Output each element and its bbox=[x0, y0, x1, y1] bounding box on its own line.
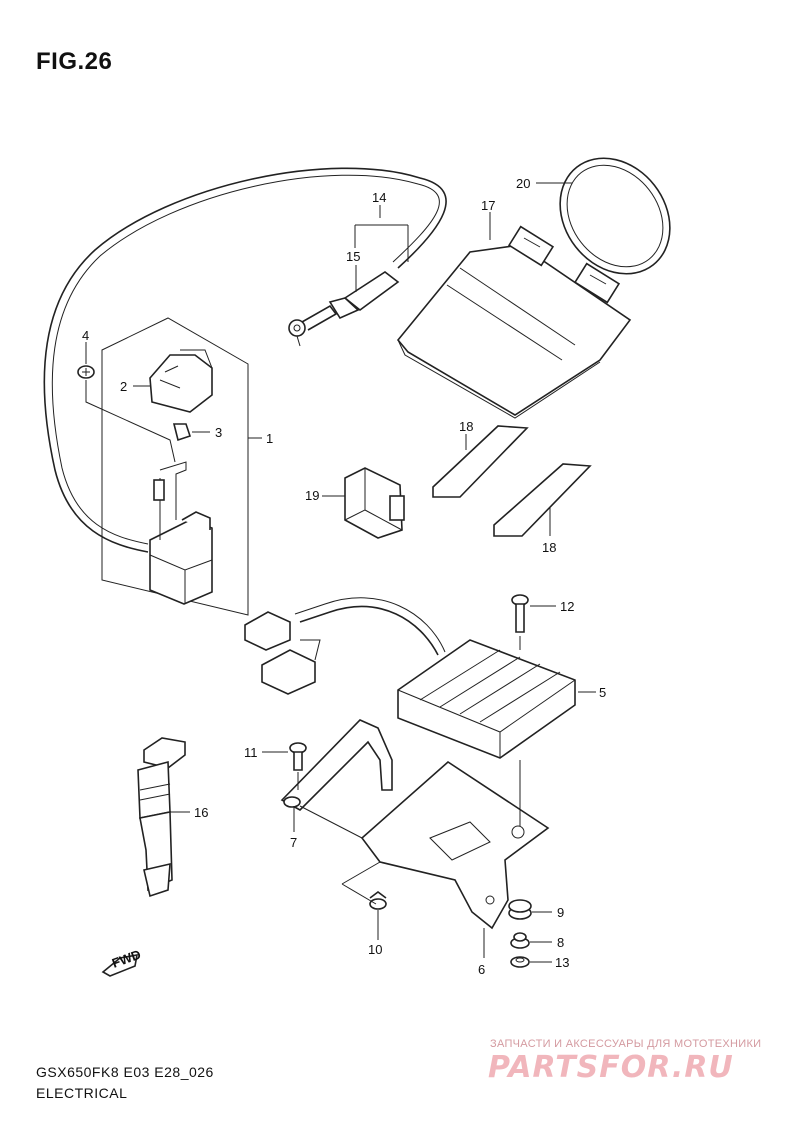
callout-3: 3 bbox=[215, 425, 222, 440]
leader-lines bbox=[85, 182, 596, 963]
callout-7: 7 bbox=[290, 835, 297, 850]
watermark-tagline: ЗАПЧАСТИ И АКСЕССУАРЫ ДЛЯ МОТОТЕХНИКИ bbox=[490, 1038, 762, 1050]
callout-18b: 18 bbox=[542, 540, 556, 555]
callout-16: 16 bbox=[194, 805, 208, 820]
callout-6: 6 bbox=[478, 962, 485, 977]
part-1-relay-body bbox=[149, 461, 213, 605]
callout-5: 5 bbox=[599, 685, 606, 700]
part-2-relay-cover bbox=[149, 349, 213, 413]
callout-10: 10 bbox=[368, 942, 382, 957]
part-10-bolt bbox=[341, 861, 387, 910]
watermark-brand: PARTSFOR.RU bbox=[488, 1050, 734, 1085]
part-17-ecu bbox=[396, 225, 632, 419]
part-20-oring bbox=[559, 157, 671, 275]
callout-20: 20 bbox=[516, 176, 530, 191]
part-16-ignition-coil bbox=[137, 737, 186, 898]
part-1-relay-assembly bbox=[101, 317, 249, 616]
part-4-screw bbox=[77, 365, 176, 463]
part-12-bolt bbox=[511, 594, 529, 650]
part-11-bolt bbox=[289, 742, 307, 790]
part-6-bracket bbox=[360, 760, 550, 930]
callout-4: 4 bbox=[82, 328, 89, 343]
footer-section-name: ELECTRICAL bbox=[36, 1085, 128, 1101]
part-19-connector bbox=[344, 467, 405, 539]
callout-9: 9 bbox=[557, 905, 564, 920]
callout-8: 8 bbox=[557, 935, 564, 950]
part-9-grommet bbox=[508, 899, 532, 920]
callout-11: 11 bbox=[244, 745, 258, 760]
callout-15: 15 bbox=[346, 249, 360, 264]
callout-14: 14 bbox=[372, 190, 386, 205]
part-14-cable bbox=[43, 167, 447, 553]
fwd-arrow-icon bbox=[101, 954, 138, 977]
callout-17: 17 bbox=[481, 198, 495, 213]
part-8-collar bbox=[510, 932, 530, 949]
part-7-stay bbox=[280, 719, 393, 839]
callout-2: 2 bbox=[120, 379, 127, 394]
callout-1: 1 bbox=[266, 431, 273, 446]
callout-18a: 18 bbox=[459, 419, 473, 434]
part-3-fuse bbox=[172, 423, 192, 442]
part-18-tape bbox=[432, 425, 592, 537]
callout-12: 12 bbox=[560, 599, 574, 614]
callout-19: 19 bbox=[305, 488, 319, 503]
part-13-nut bbox=[510, 956, 530, 968]
part-5-regulator bbox=[244, 597, 576, 759]
callout-13: 13 bbox=[555, 955, 569, 970]
footer-model-code: GSX650FK8 E03 E28_026 bbox=[36, 1064, 214, 1080]
figure-title: FIG.26 bbox=[36, 48, 113, 75]
